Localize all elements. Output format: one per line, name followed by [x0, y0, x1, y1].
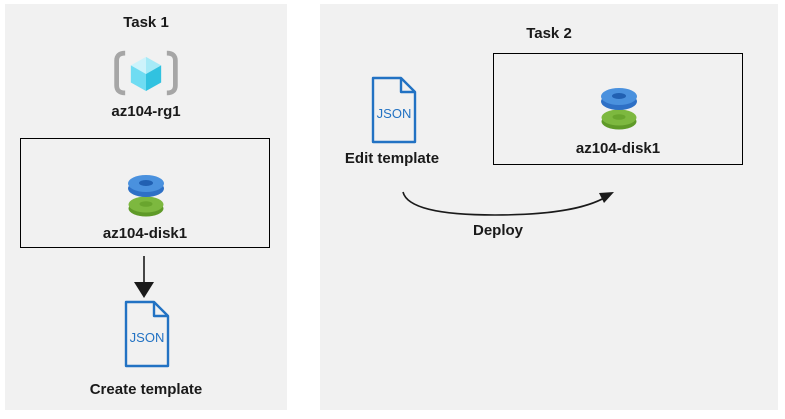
task1-panel: Task 1 az104-rg1	[5, 4, 287, 410]
managed-disk-icon-svg	[601, 88, 637, 130]
create-template-caption: Create template	[89, 381, 203, 398]
managed-disk-icon	[595, 84, 643, 132]
json-file-icon: JSON	[370, 76, 418, 144]
task1-title: Task 1	[123, 14, 169, 31]
managed-disk-icon-svg	[128, 175, 164, 217]
deploy-caption: Deploy	[472, 222, 523, 239]
task2-panel: Task 2 JSON Edit template	[320, 4, 778, 410]
task1-disk-box: az104-disk1	[20, 138, 270, 248]
json-file-icon-svg: JSON	[371, 76, 417, 144]
resource-group-icon-svg	[114, 50, 178, 96]
resource-group-label: az104-rg1	[111, 103, 181, 120]
resource-group-icon	[110, 48, 182, 98]
task2-disk-box: az104-disk1	[493, 53, 743, 165]
json-icon-text: JSON	[130, 330, 165, 345]
task2-title: Task 2	[526, 25, 572, 42]
json-file-icon-svg: JSON	[124, 300, 170, 368]
arrow-down-icon	[134, 256, 154, 298]
json-file-icon: JSON	[123, 300, 171, 368]
managed-disk-icon	[122, 171, 170, 219]
task1-disk-label: az104-disk1	[102, 225, 188, 242]
deploy-curved-arrow-icon	[402, 191, 614, 216]
json-icon-text: JSON	[377, 106, 412, 121]
edit-template-caption: Edit template	[344, 150, 440, 167]
task2-disk-label: az104-disk1	[575, 140, 661, 157]
